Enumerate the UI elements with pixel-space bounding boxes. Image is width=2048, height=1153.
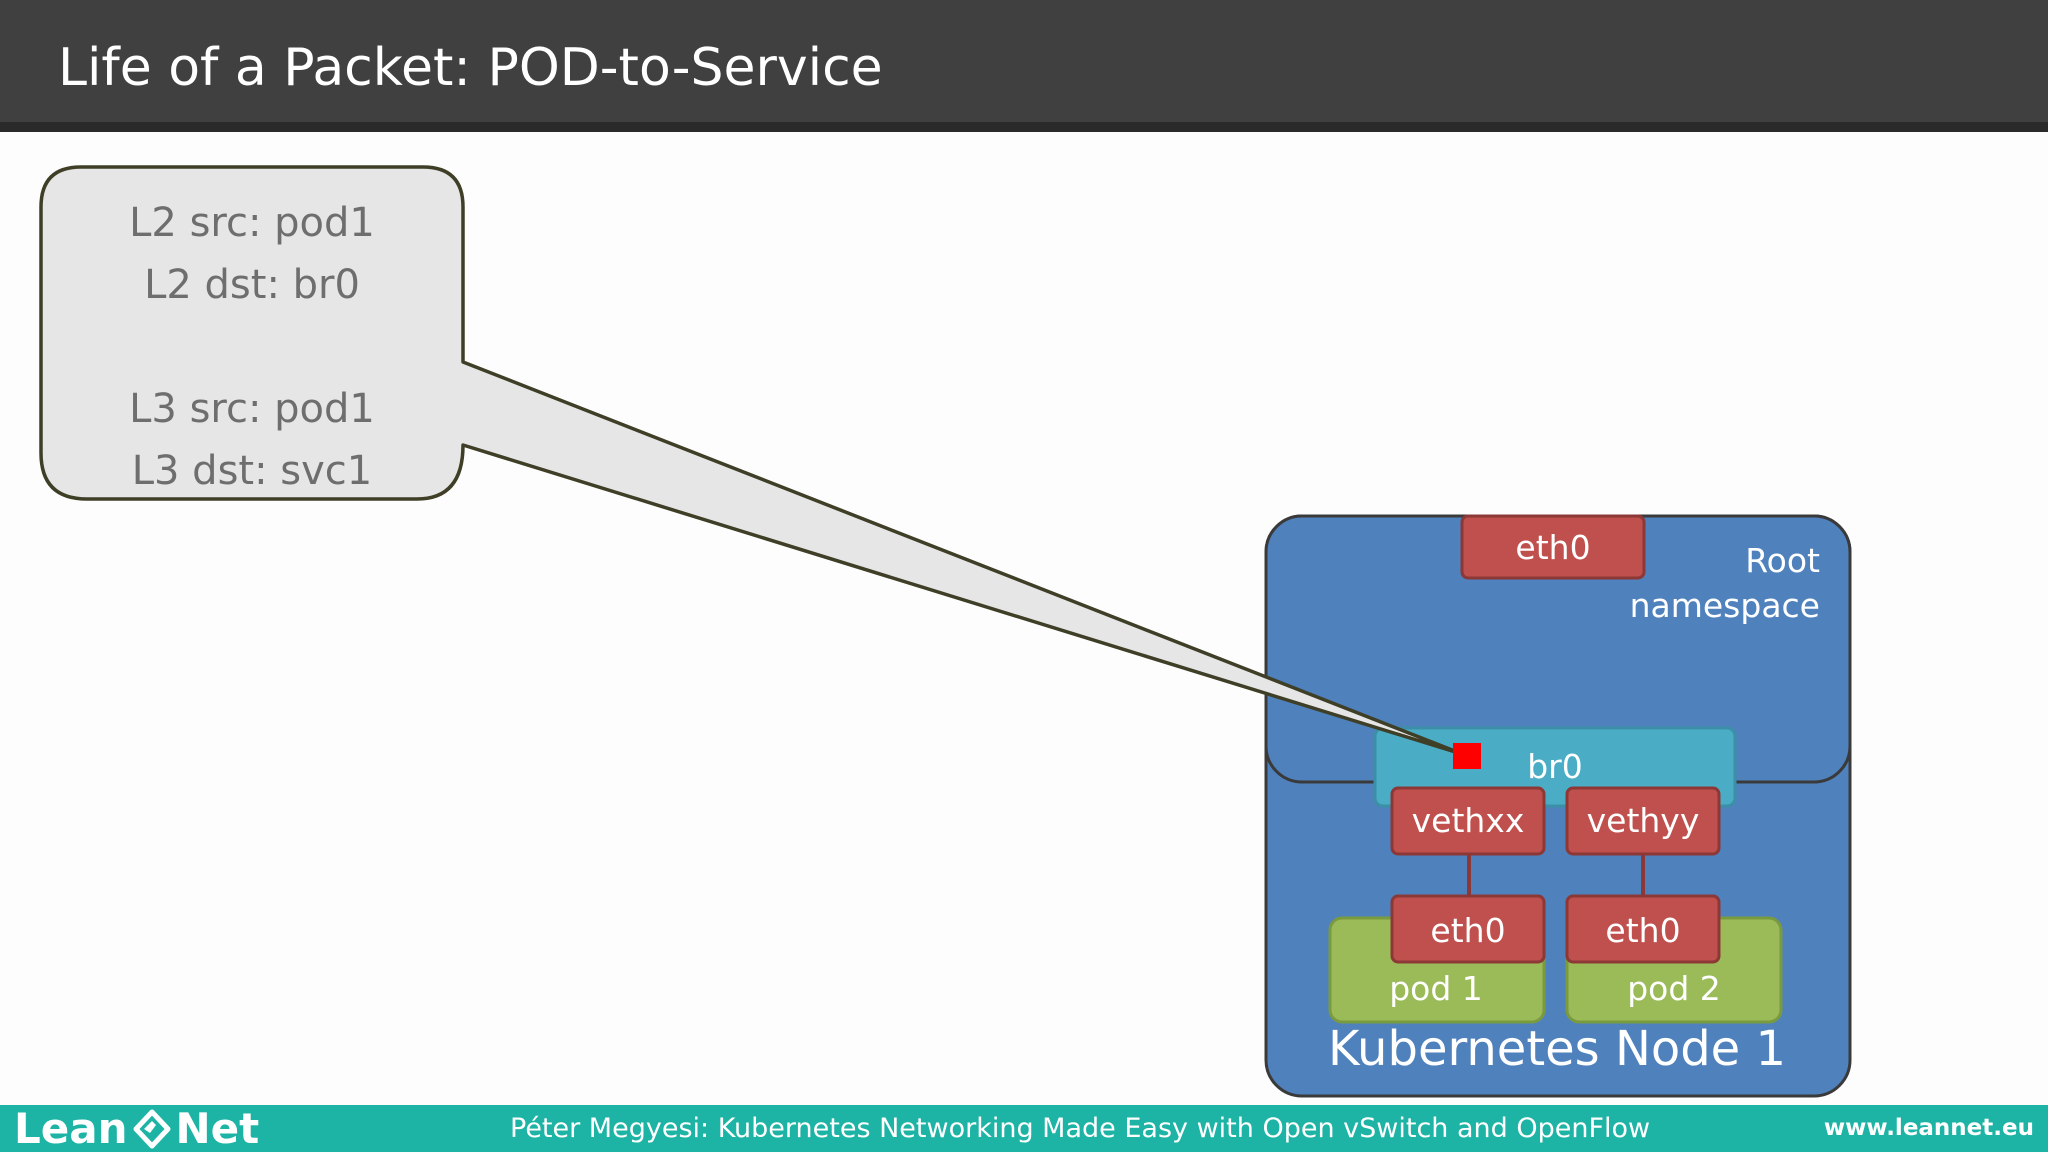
callout-line-3: L3 src: pod1 <box>129 386 375 432</box>
pod2-eth0-interface <box>1565 894 1721 964</box>
callout-line-4: L3 dst: svc1 <box>132 448 373 494</box>
packet-header-callout <box>39 165 1467 757</box>
pod1-eth0-interface <box>1390 894 1546 964</box>
title-bar: Life of a Packet: POD-to-Service <box>0 0 2048 132</box>
footer-talk-title: Péter Megyesi: Kubernetes Networking Mad… <box>510 1113 1651 1144</box>
logo-text-left: Lean <box>14 1104 128 1153</box>
pod2-label: pod 2 <box>1627 969 1721 1008</box>
pod1-label: pod 1 <box>1389 969 1483 1008</box>
footer-website: www.leannet.eu <box>1823 1115 2034 1141</box>
vethxx-interface <box>1390 786 1546 856</box>
page-title: Life of a Packet: POD-to-Service <box>58 38 883 98</box>
root-namespace-label-line1: Root <box>1745 541 1820 580</box>
logo-text-right: Net <box>175 1104 260 1153</box>
vethyy-label: vethyy <box>1587 801 1700 840</box>
pod1-eth0-label: eth0 <box>1430 911 1505 950</box>
host-eth0-interface <box>1460 514 1646 580</box>
packet-marker <box>1453 743 1481 769</box>
vethxx-label: vethxx <box>1412 801 1525 840</box>
callout-line-2: L2 dst: br0 <box>144 262 360 308</box>
leannet-logo: Lean Net <box>14 1104 260 1153</box>
br0-label: br0 <box>1527 747 1583 786</box>
vethyy-interface <box>1565 786 1721 856</box>
callout-line-1: L2 src: pod1 <box>129 200 375 246</box>
footer-bar: Lean Net Péter Megyesi: Kubernetes Netwo… <box>0 1104 2048 1153</box>
root-namespace-label-line2: namespace <box>1630 586 1820 625</box>
kubernetes-node-label: Kubernetes Node 1 <box>1328 1021 1786 1077</box>
leaf-icon <box>133 1109 170 1148</box>
host-eth0-label: eth0 <box>1515 528 1590 567</box>
pod2-eth0-label: eth0 <box>1605 911 1680 950</box>
